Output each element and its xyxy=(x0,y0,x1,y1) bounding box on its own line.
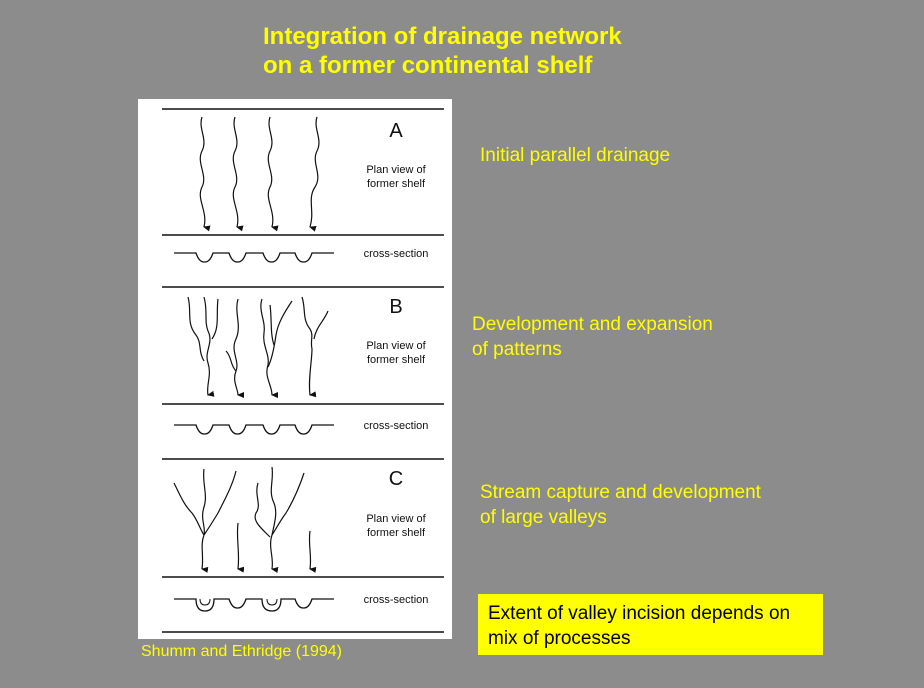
panel-c-stream-3 xyxy=(269,534,279,573)
panel-a-stream-2 xyxy=(232,116,244,232)
panel-a-cross-section-label: cross-section xyxy=(364,248,429,260)
panel-b-cross-section-profile xyxy=(174,424,334,435)
panel-c-stream-1 xyxy=(201,534,209,573)
panel-a-cross-section-profile xyxy=(174,252,334,263)
slide-title: Integration of drainage network on a for… xyxy=(263,22,622,80)
panel-c-tributary-6 xyxy=(271,472,305,536)
panel-b-stream-3 xyxy=(266,364,279,398)
caption-b-line-2: of patterns xyxy=(472,339,562,360)
incision-note-box: Extent of valley incision depends on mix… xyxy=(478,594,823,655)
panel-c-valley-fill-2 xyxy=(266,598,278,606)
caption-c-line-1: Stream capture and development xyxy=(480,482,761,503)
panel-b-plan-label-2: former shelf xyxy=(367,354,426,366)
panel-b-tributary-2 xyxy=(211,298,219,340)
panel-a-letter: A xyxy=(389,120,403,142)
panel-c-stream-2 xyxy=(236,522,245,573)
panel-b-streams xyxy=(187,296,329,398)
caption-initial-drainage: Initial parallel drainage xyxy=(480,143,670,168)
caption-c-line-2: of large valleys xyxy=(480,507,607,528)
panel-a-plan-label-1: Plan view of xyxy=(366,164,426,176)
incision-note-line-2: mix of processes xyxy=(488,628,631,649)
panel-c-tributary-4 xyxy=(254,482,271,538)
panel-b: B Plan view of former shelf cross-sectio… xyxy=(162,286,444,435)
panel-b-stream-2 xyxy=(233,298,245,398)
panel-b-tributary-6 xyxy=(269,304,275,346)
panel-b-tributary-1 xyxy=(187,296,205,362)
panel-c-tributary-1 xyxy=(173,482,205,536)
caption-a-line-1: Initial parallel drainage xyxy=(480,145,671,166)
panel-b-tributary-5 xyxy=(267,300,293,368)
panel-b-cross-section-label: cross-section xyxy=(364,420,429,432)
panel-c-valley-fill-1 xyxy=(199,598,211,606)
panel-c-tributary-2 xyxy=(201,468,207,536)
incision-note-line-1: Extent of valley incision depends on xyxy=(488,603,791,624)
panel-b-plan-label-1: Plan view of xyxy=(366,340,426,352)
panel-a-streams xyxy=(199,116,320,232)
panel-b-tributary-7 xyxy=(313,310,329,340)
panel-c-letter: C xyxy=(389,468,403,490)
slide-title-line-1: Integration of drainage network xyxy=(263,23,622,50)
panel-c-stream-4 xyxy=(308,530,317,573)
panel-a-stream-1 xyxy=(199,116,211,232)
panel-c-tributary-3 xyxy=(203,470,237,536)
panel-a: A Plan view of former shelf cross-sectio… xyxy=(162,108,444,263)
panel-c-plan-label-2: former shelf xyxy=(367,527,426,539)
panel-c-plan-label-1: Plan view of xyxy=(366,513,426,525)
drainage-diagram: A Plan view of former shelf cross-sectio… xyxy=(138,99,452,639)
panel-c: C Plan view of former shelf cross-sectio… xyxy=(162,458,444,633)
panel-b-tributary-3 xyxy=(225,350,237,372)
panel-b-tributary-4 xyxy=(260,298,269,366)
panel-c-streams xyxy=(173,466,317,573)
panel-a-stream-3 xyxy=(267,116,279,232)
caption-stream-capture: Stream capture and development of large … xyxy=(480,480,761,530)
panel-c-cross-section-profile xyxy=(174,598,334,612)
drainage-diagram-svg: A Plan view of former shelf cross-sectio… xyxy=(162,108,444,633)
panel-b-letter: B xyxy=(389,296,402,318)
panel-b-stream-1 xyxy=(203,296,215,397)
slide-title-line-2: on a former continental shelf xyxy=(263,52,593,79)
figure-credit: Shumm and Ethridge (1994) xyxy=(141,643,342,660)
panel-a-plan-label-2: former shelf xyxy=(367,178,426,190)
caption-pattern-development: Development and expansion of patterns xyxy=(472,312,713,362)
panel-c-cross-section-label: cross-section xyxy=(364,594,429,606)
panel-a-stream-4 xyxy=(309,116,320,232)
caption-b-line-1: Development and expansion xyxy=(472,314,713,335)
panel-c-tributary-5 xyxy=(270,466,277,536)
panel-b-stream-4 xyxy=(301,296,317,398)
